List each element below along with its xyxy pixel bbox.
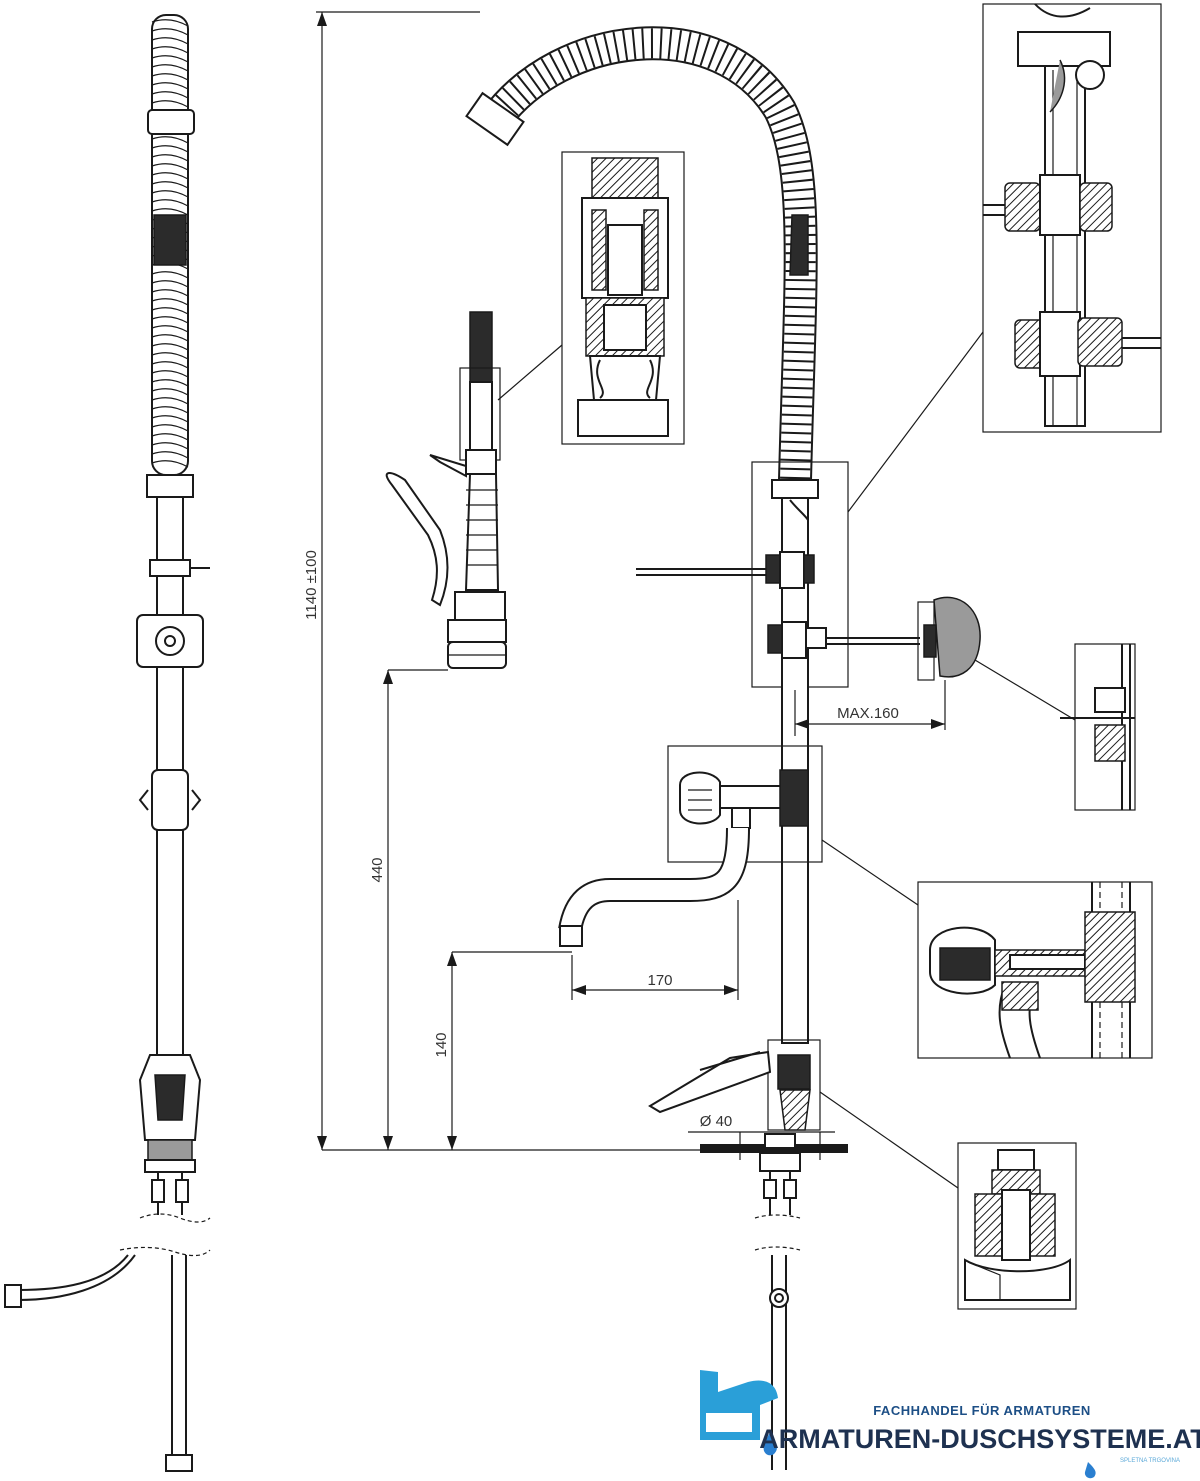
spring-coil bbox=[151, 361, 189, 369]
spring-coil bbox=[151, 433, 189, 441]
dimension-spout-height: 140 bbox=[433, 951, 572, 1150]
spring-coil bbox=[151, 352, 189, 360]
logo-tagline: FACHHANDEL FÜR ARMATUREN bbox=[873, 1403, 1091, 1418]
spray-trigger-lever bbox=[429, 454, 467, 478]
spring-coil bbox=[151, 316, 189, 324]
spring-coil bbox=[151, 154, 189, 162]
front-view-column bbox=[636, 461, 981, 1044]
spray-height-label: 440 bbox=[369, 857, 386, 882]
spout-height-label: 140 bbox=[433, 1032, 450, 1057]
spring-coil bbox=[151, 451, 189, 459]
dimension-spray-height: 440 bbox=[369, 669, 448, 1150]
spring-coil bbox=[151, 181, 189, 189]
detail-spout-valve-section bbox=[917, 881, 1153, 1059]
spring-coil bbox=[151, 415, 189, 423]
faucet-logo-icon bbox=[700, 1370, 778, 1456]
logo-subtext: SPLETNA TRGOVINA bbox=[1120, 1458, 1180, 1464]
spring-coil bbox=[151, 442, 189, 450]
spring-coil bbox=[151, 397, 189, 405]
spring-coil bbox=[151, 307, 189, 315]
dimension-wall-max: MAX.160 bbox=[794, 680, 946, 736]
spring-coil bbox=[151, 19, 189, 27]
dimension-total-height: 1140 ±100 bbox=[303, 11, 480, 1150]
spring-coil bbox=[151, 388, 189, 396]
side-view-tube-upper bbox=[156, 496, 184, 618]
front-view-spring-hose bbox=[465, 26, 818, 481]
spring-coil bbox=[151, 82, 189, 90]
spring-coil bbox=[151, 325, 189, 333]
spring-coil bbox=[151, 379, 189, 387]
spring-coil bbox=[151, 343, 189, 351]
spring-coil bbox=[151, 100, 189, 108]
spring-coil bbox=[151, 190, 189, 198]
dimension-hole-diameter: Ø 40 bbox=[700, 1113, 821, 1160]
side-view-clamp bbox=[146, 474, 194, 498]
spring-coil bbox=[151, 271, 189, 279]
detail-wall-anchor bbox=[1060, 643, 1136, 811]
spring-coil bbox=[151, 28, 189, 36]
spring-coil bbox=[151, 460, 189, 468]
spring-coil bbox=[151, 208, 189, 216]
spring-coil bbox=[151, 370, 189, 378]
spring-coil bbox=[151, 199, 189, 207]
detail-mixer-section bbox=[957, 1142, 1077, 1310]
spring-coil bbox=[151, 424, 189, 432]
company-logo: FACHHANDEL FÜR ARMATUREN ARMATUREN-DUSCH… bbox=[700, 1370, 1200, 1479]
total-height-label: 1140 ±100 bbox=[303, 550, 320, 620]
dimension-spout-reach: 170 bbox=[571, 900, 739, 1000]
logo-name: ARMATUREN-DUSCHSYSTEME.AT bbox=[759, 1424, 1200, 1454]
spring-coil bbox=[151, 406, 189, 414]
side-view-supply-hose bbox=[17, 1254, 136, 1301]
side-view bbox=[4, 14, 211, 1472]
spring-coil bbox=[151, 46, 189, 54]
spring-coil bbox=[151, 298, 189, 306]
spring-coil bbox=[151, 91, 189, 99]
spring-coil bbox=[151, 145, 189, 153]
spring-coil bbox=[151, 334, 189, 342]
front-view-spout-assembly bbox=[558, 745, 823, 947]
front-view-spray-valve bbox=[385, 311, 507, 669]
spring-coil bbox=[151, 37, 189, 45]
spring-coil bbox=[151, 136, 189, 144]
spout-reach-label: 170 bbox=[647, 972, 672, 989]
wall-max-label: MAX.160 bbox=[837, 705, 899, 722]
logo-drop-icon bbox=[1084, 1462, 1096, 1479]
detail-spray-valve-section bbox=[561, 151, 685, 445]
spring-coil bbox=[151, 55, 189, 63]
spring-coil bbox=[151, 280, 189, 288]
spring-coil bbox=[151, 289, 189, 297]
front-view-mixer bbox=[648, 1039, 848, 1470]
side-view-pipe bbox=[156, 666, 184, 1058]
detail-column-brackets bbox=[982, 3, 1162, 433]
spring-coil bbox=[151, 163, 189, 171]
spring-coil bbox=[151, 172, 189, 180]
spring-coil bbox=[151, 73, 189, 81]
spring-coil bbox=[151, 64, 189, 72]
hole-diameter-label: Ø 40 bbox=[700, 1113, 733, 1130]
side-view-spring bbox=[147, 14, 195, 476]
